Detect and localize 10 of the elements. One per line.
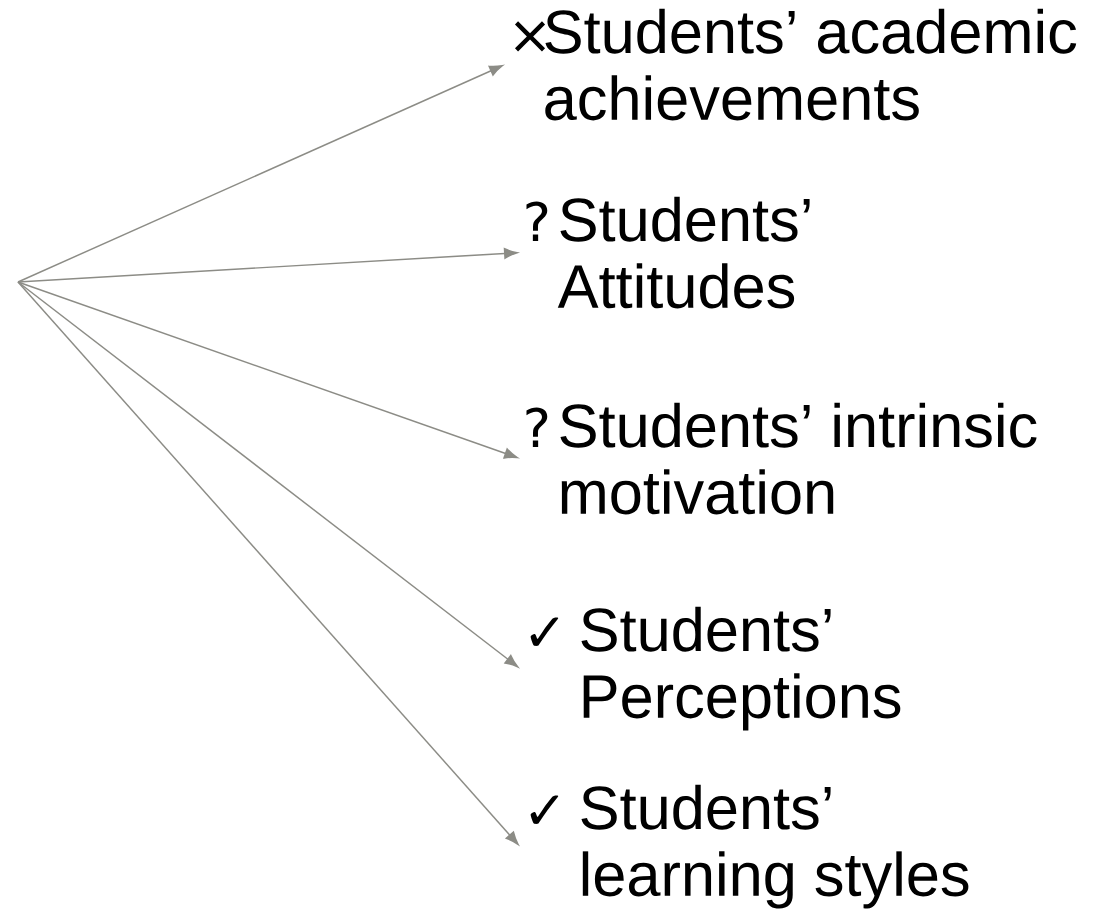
arrow	[17, 281, 519, 668]
bullet-item: ? Students’ intrinsic motivation	[526, 402, 1037, 515]
bullet-item: ✓ Students’ Perceptions	[530, 606, 901, 731]
arrow	[17, 65, 503, 283]
bullet-item: ×Students’ academic achievements	[515, 8, 1077, 121]
arrow	[17, 247, 518, 283]
bullet-item: ✓ Students’ learning styles	[530, 784, 969, 909]
arrow	[17, 281, 518, 459]
arrow	[17, 281, 519, 846]
bullet-item: ? Students’ Attitudes	[526, 196, 810, 309]
